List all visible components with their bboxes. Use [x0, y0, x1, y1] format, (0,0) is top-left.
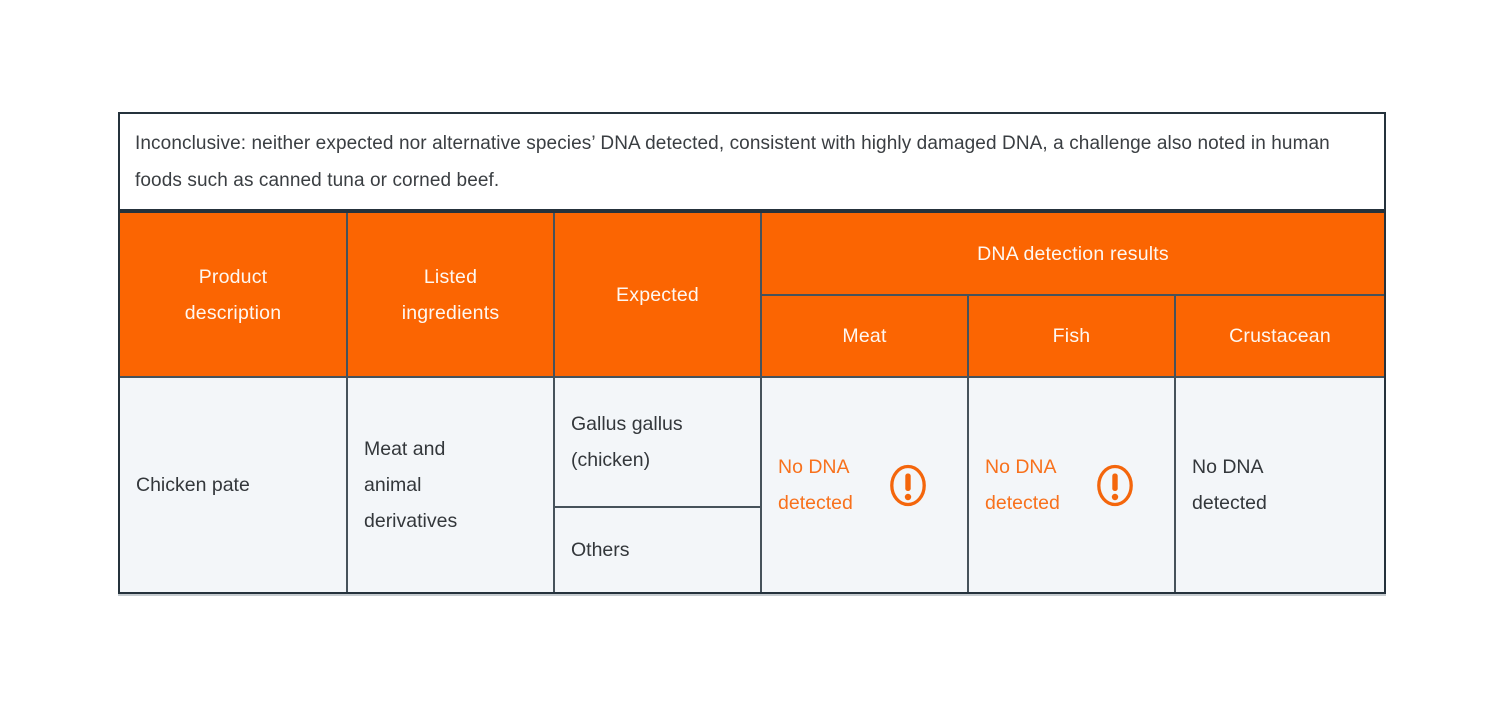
header-dna-detection-results-label: DNA detection results [977, 242, 1169, 265]
header-crustacean: Crustacean [1176, 296, 1384, 376]
cell-expected-secondary: Others [555, 508, 760, 592]
cell-product-description: Chicken pate [120, 378, 346, 592]
header-crustacean-label: Crustacean [1229, 325, 1331, 347]
note-text: Inconclusive: neither expected nor alter… [135, 133, 1330, 191]
crustacean-result-text: No DNA detected [1192, 456, 1267, 514]
header-listed-ingredients-label: Listed ingredients [401, 265, 500, 324]
fish-result: No DNA detected [985, 449, 1164, 521]
cell-result-crustacean: No DNA detected [1176, 378, 1384, 592]
cell-result-meat: No DNA detected [762, 378, 967, 592]
dna-results-table: Product description Listed ingredients E… [118, 211, 1386, 594]
cell-result-fish: No DNA detected [969, 378, 1174, 592]
header-fish-label: Fish [1052, 325, 1091, 347]
header-meat-label: Meat [842, 325, 887, 347]
header-listed-ingredients: Listed ingredients [348, 213, 553, 376]
fish-result-text: No DNA detected [985, 456, 1060, 514]
header-expected: Expected [555, 213, 760, 376]
listed-ingredients-value: Meat and animal derivatives [364, 438, 458, 532]
header-product-description: Product description [120, 213, 346, 376]
header-expected-label: Expected [616, 283, 699, 306]
product-description-value: Chicken pate [136, 474, 250, 496]
header-product-description-label: Product description [184, 265, 282, 324]
crustacean-result: No DNA detected [1192, 449, 1374, 521]
meat-result: No DNA detected [778, 449, 957, 521]
meat-result-text: No DNA detected [778, 456, 853, 514]
cell-expected-primary: Gallus gallus (chicken) [555, 378, 760, 506]
expected-primary-value: Gallus gallus (chicken) [571, 413, 683, 471]
header-dna-detection-results: DNA detection results [762, 213, 1384, 294]
warning-icon [1094, 462, 1136, 509]
warning-icon [887, 462, 929, 509]
inconclusive-note-box: Inconclusive: neither expected nor alter… [118, 112, 1386, 211]
expected-secondary-value: Others [571, 539, 630, 561]
header-fish: Fish [969, 296, 1174, 376]
cell-listed-ingredients: Meat and animal derivatives [348, 378, 553, 592]
header-meat: Meat [762, 296, 967, 376]
